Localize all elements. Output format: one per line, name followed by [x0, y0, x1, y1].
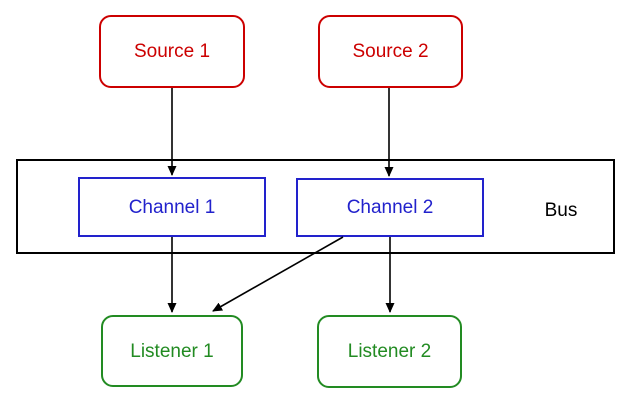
node-listener-2: Listener 2 [317, 315, 462, 388]
bus-label: Bus [544, 200, 578, 221]
node-listener-1: Listener 1 [101, 315, 243, 387]
node-channel-1: Channel 1 [78, 177, 266, 237]
node-listener-2-label: Listener 2 [347, 341, 432, 362]
node-channel-1-label: Channel 1 [128, 196, 216, 218]
node-source-2: Source 2 [318, 15, 463, 88]
node-source-2-label: Source 2 [352, 41, 429, 62]
node-listener-1-label: Listener 1 [130, 340, 214, 362]
node-channel-2: Channel 2 [296, 178, 484, 237]
node-channel-2-label: Channel 2 [346, 197, 434, 218]
node-source-1: Source 1 [99, 15, 245, 88]
node-source-1-label: Source 1 [133, 41, 211, 62]
